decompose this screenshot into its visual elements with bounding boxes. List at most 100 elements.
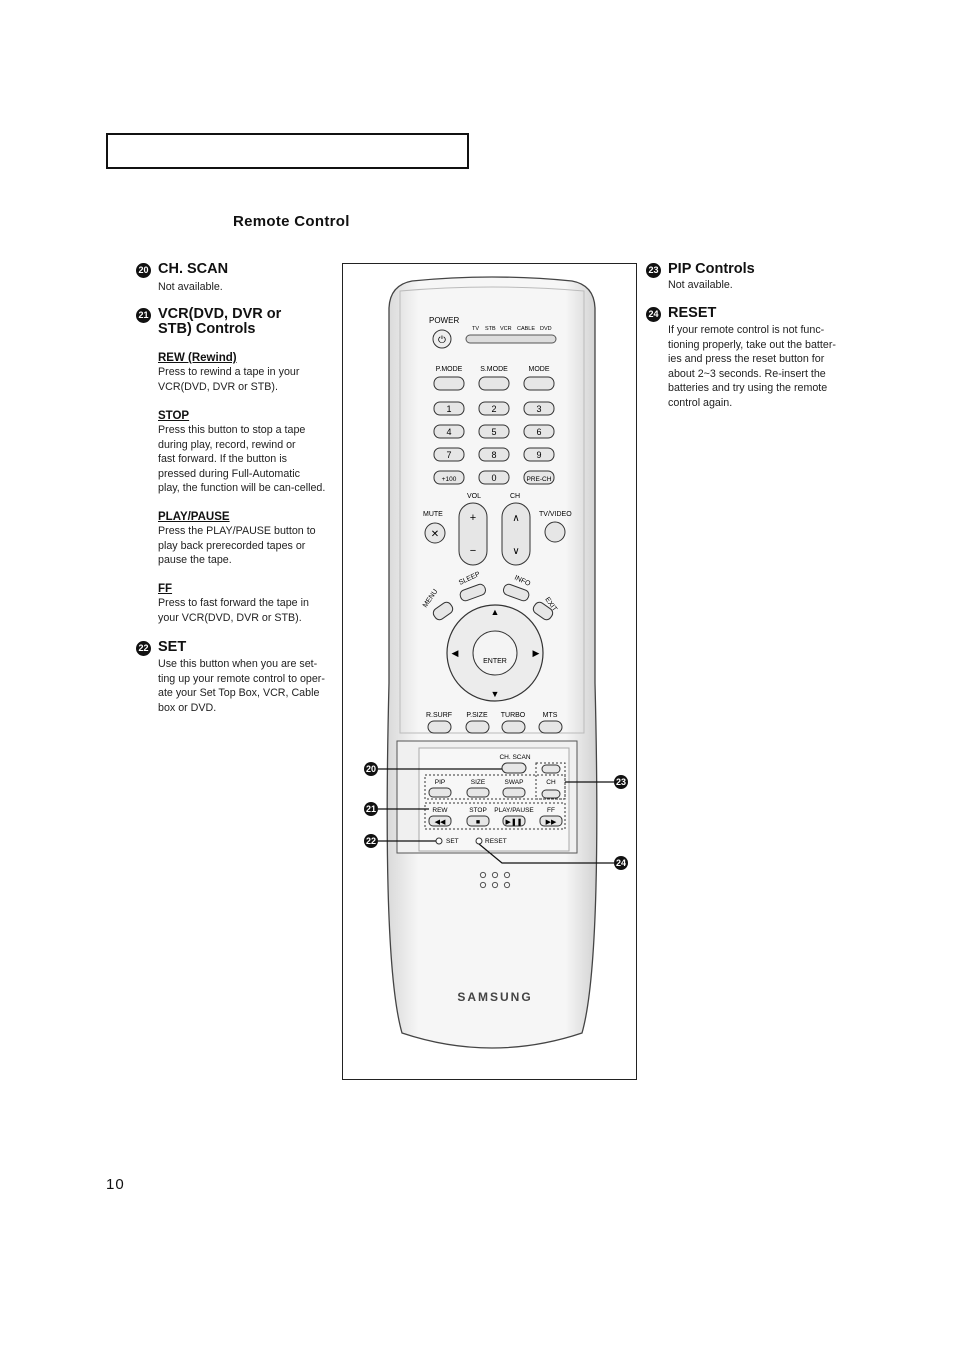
arrow-left-icon: ◀: [452, 648, 459, 658]
callout-number: 20: [136, 263, 151, 278]
psize-button[interactable]: [465, 720, 490, 734]
digit-label: 0: [491, 473, 496, 483]
exit-button[interactable]: [531, 600, 554, 621]
item-text-2: tioning properly, take out the batter-: [668, 338, 836, 351]
vol-rocker[interactable]: [458, 502, 488, 566]
size-button[interactable]: [466, 787, 490, 798]
digit-button[interactable]: [433, 424, 465, 439]
turbo-button[interactable]: [501, 720, 526, 734]
callout-24-badge: [614, 856, 628, 870]
digit-button[interactable]: [523, 401, 555, 416]
sub-head-stop: STOP: [158, 410, 190, 422]
pip-ch-label: CH: [546, 779, 556, 786]
mode-dvd: DVD: [540, 326, 552, 332]
vol-up-icon: +: [470, 512, 476, 524]
digit-button[interactable]: [478, 447, 510, 462]
item-text-3: ate your Set Top Box, VCR, Cable: [158, 687, 320, 700]
power-button[interactable]: [432, 329, 452, 349]
digit-button[interactable]: [523, 470, 555, 485]
remote-illustration-frame: [342, 263, 637, 1080]
reset-button[interactable]: [475, 837, 483, 845]
mode-button[interactable]: [523, 376, 555, 391]
remote-top-panel: [399, 286, 585, 734]
ch-rocker[interactable]: [501, 502, 531, 566]
ff-label: FF: [547, 807, 555, 814]
mode-labels: TV STB VCR CABLE DVD: [472, 326, 552, 332]
callout-number: 22: [136, 641, 151, 656]
digit-label: 6: [536, 427, 541, 437]
digit-button[interactable]: [478, 401, 510, 416]
item-text-block: Use this button when you are set- ting u…: [158, 657, 343, 715]
mts-button[interactable]: [538, 720, 563, 734]
mode-vcr: VCR: [500, 326, 512, 332]
digit-button[interactable]: [523, 447, 555, 462]
psize-label: P.SIZE: [466, 712, 488, 719]
info-button[interactable]: [502, 583, 530, 602]
callout-number: 24: [646, 307, 661, 322]
callout-lines: [378, 768, 614, 864]
digit-button[interactable]: [523, 424, 555, 439]
callout-22-badge: [364, 834, 378, 848]
digit-label: 7: [446, 450, 451, 460]
set-label: SET: [446, 838, 459, 845]
pip-ch-down-button[interactable]: [541, 789, 561, 799]
digit-label: +100: [442, 476, 457, 483]
callout-20: 20: [366, 764, 376, 774]
vol-down-icon: −: [470, 545, 476, 557]
turbo-label: TURBO: [501, 712, 526, 719]
digit-label: 3: [536, 404, 541, 414]
digit-label: 8: [491, 450, 496, 460]
ff-button[interactable]: [539, 815, 563, 827]
sub-text-ff-1: Press to fast forward the tape in: [158, 597, 309, 609]
arrow-right-icon: ▶: [533, 648, 540, 658]
mode-slider[interactable]: [465, 334, 557, 344]
pip-label: PIP: [435, 779, 445, 786]
digit-button[interactable]: [478, 470, 510, 485]
enter-button[interactable]: [472, 630, 518, 676]
callout-21: 21: [366, 804, 376, 814]
playpause-button[interactable]: [502, 815, 526, 827]
stop-icon: ■: [476, 819, 480, 826]
item-title-line-1: VCR(DVD, DVR or: [158, 306, 282, 322]
item-text-1: If your remote control is not func-: [668, 324, 825, 336]
mode-cable: CABLE: [517, 326, 535, 332]
item-title: VCR(DVD, DVR or STB) Controls: [158, 307, 338, 337]
power-icon: ⏻: [438, 335, 446, 346]
sub-ff: FF Press to fast forward the tape in you…: [158, 582, 343, 625]
callout-number: 23: [646, 263, 661, 278]
pmode-button[interactable]: [433, 376, 465, 391]
menu-button[interactable]: [431, 600, 454, 621]
sub-text-playpause-2: play back prerecorded tapes or: [158, 539, 306, 552]
tv-video-button[interactable]: [544, 521, 566, 543]
item-text-block: If your remote control is not func- tion…: [668, 323, 853, 411]
item-text: Not available.: [158, 281, 223, 293]
swap-button[interactable]: [502, 787, 526, 798]
size-label: SIZE: [471, 779, 486, 786]
item-title-line-2: STB) Controls: [158, 321, 256, 337]
digit-button[interactable]: [478, 424, 510, 439]
smode-label: S.MODE: [480, 366, 508, 373]
digit-button[interactable]: [433, 470, 465, 485]
stop-button[interactable]: [466, 815, 490, 827]
rsurf-button[interactable]: [427, 720, 452, 734]
stop-label: STOP: [469, 807, 487, 814]
item-title: RESET: [668, 305, 717, 321]
mode-stb: STB: [485, 326, 496, 332]
mute-button[interactable]: [424, 522, 446, 544]
digit-button[interactable]: [433, 447, 465, 462]
sub-stop: STOP Press this button to stop a tape du…: [158, 409, 343, 496]
ch-scan-button[interactable]: [501, 762, 527, 774]
pip-button[interactable]: [428, 787, 452, 798]
mts-label: MTS: [543, 712, 558, 719]
pip-ch-outline: [535, 762, 566, 800]
pip-ch-up-button[interactable]: [541, 764, 561, 774]
sleep-button[interactable]: [459, 583, 487, 602]
mode-tv: TV: [472, 326, 479, 332]
set-button[interactable]: [435, 837, 443, 845]
item-title: SET: [158, 639, 187, 655]
digit-button[interactable]: [433, 401, 465, 416]
digit-label: 4: [446, 427, 451, 437]
smode-button[interactable]: [478, 376, 510, 391]
rew-button[interactable]: [428, 815, 452, 827]
ch-label: CH: [510, 493, 520, 500]
